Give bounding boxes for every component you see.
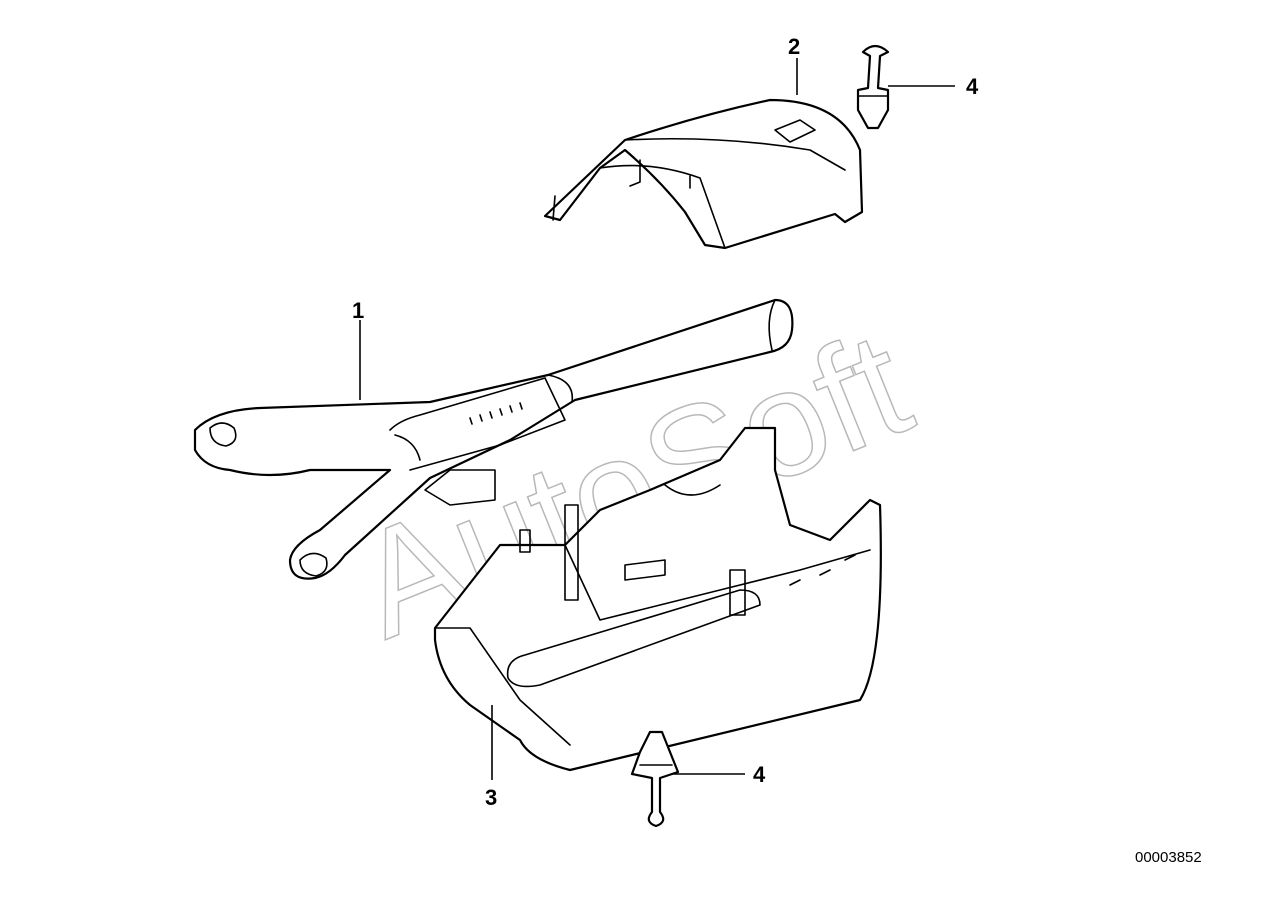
callout-3: 3 bbox=[485, 785, 497, 810]
reference-number: 00003852 bbox=[1135, 849, 1202, 866]
callout-4-upper: 4 bbox=[966, 74, 979, 99]
callout-1: 1 bbox=[352, 298, 364, 323]
callout-4-lower: 4 bbox=[753, 762, 766, 787]
callout-2: 2 bbox=[788, 34, 800, 59]
part-4-lower-clip[interactable] bbox=[630, 730, 680, 828]
part-1-steering-column[interactable] bbox=[193, 298, 794, 580]
part-3-lower-trim[interactable] bbox=[433, 426, 882, 772]
part-2-upper-trim[interactable] bbox=[543, 98, 864, 250]
part-4-upper-clip[interactable] bbox=[856, 44, 890, 130]
